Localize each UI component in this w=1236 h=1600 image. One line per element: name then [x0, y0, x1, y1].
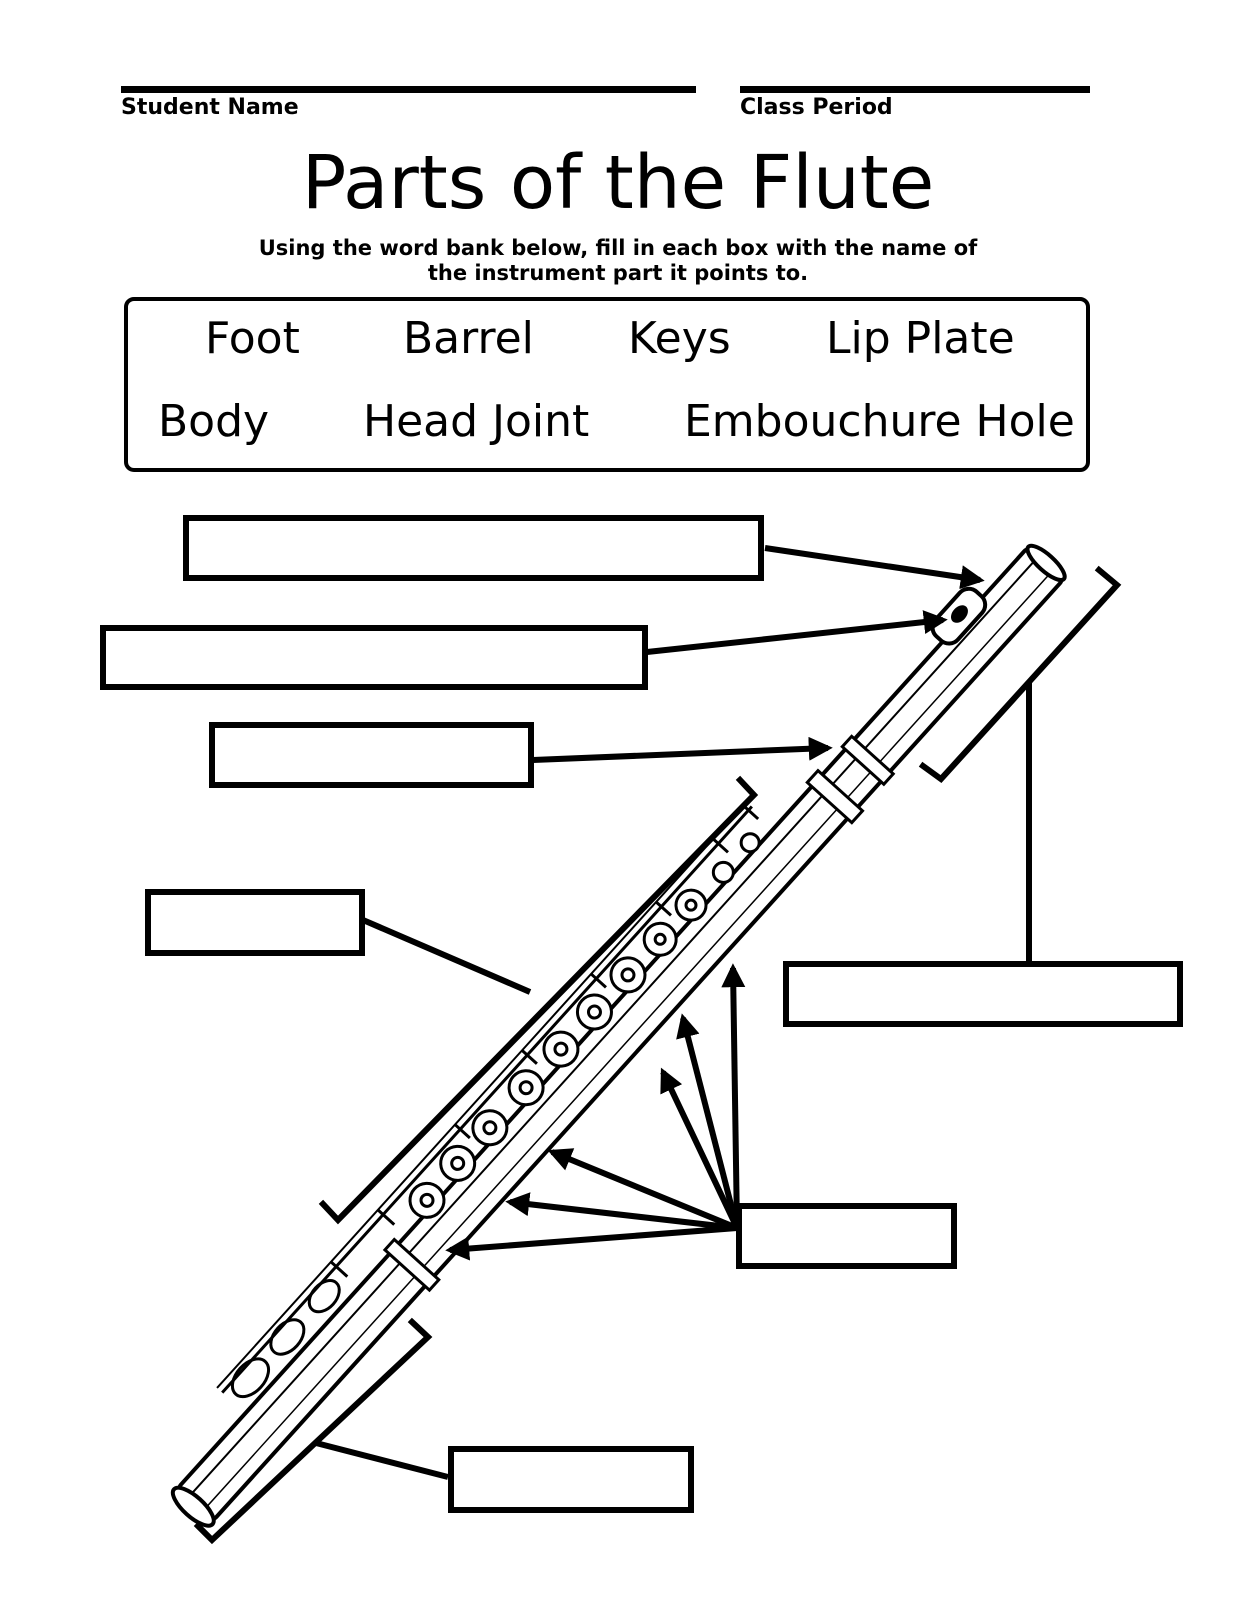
- word-bank-item: Lip Plate: [826, 313, 1015, 364]
- answer-box-body-target[interactable]: [145, 889, 365, 956]
- word-bank-item: Foot: [205, 313, 300, 364]
- answer-box-foot-target[interactable]: [448, 1446, 694, 1513]
- leader-lines: [315, 683, 1032, 1480]
- page-title: Parts of the Flute: [301, 140, 935, 226]
- word-bank: [124, 297, 1090, 472]
- student-name-line[interactable]: [121, 86, 696, 93]
- class-period-label: Class Period: [740, 95, 893, 120]
- flute-drawing: [170, 543, 1067, 1528]
- answer-box-head-joint-target[interactable]: [783, 961, 1183, 1027]
- answer-box-keys-target[interactable]: [736, 1203, 957, 1269]
- instructions-line-1: Using the word bank below, fill in each …: [258, 236, 978, 260]
- word-bank-item: Embouchure Hole: [684, 396, 1075, 447]
- instructions-line-2: the instrument part it points to.: [427, 261, 809, 285]
- pointer-arrows: [445, 545, 985, 1261]
- word-bank-item: Body: [158, 396, 270, 447]
- word-bank-item: Barrel: [403, 313, 534, 364]
- student-name-label: Student Name: [121, 95, 299, 120]
- class-period-line[interactable]: [740, 86, 1090, 93]
- part-brackets: [193, 565, 1122, 1545]
- word-bank-item: Head Joint: [363, 396, 590, 447]
- instructions: Using the word bank below, fill in each …: [230, 236, 1006, 286]
- answer-box-embouchure-target[interactable]: [100, 625, 648, 690]
- answer-box-lip-plate-target[interactable]: [183, 515, 764, 581]
- answer-box-barrel-target[interactable]: [209, 722, 534, 788]
- word-bank-item: Keys: [628, 313, 731, 364]
